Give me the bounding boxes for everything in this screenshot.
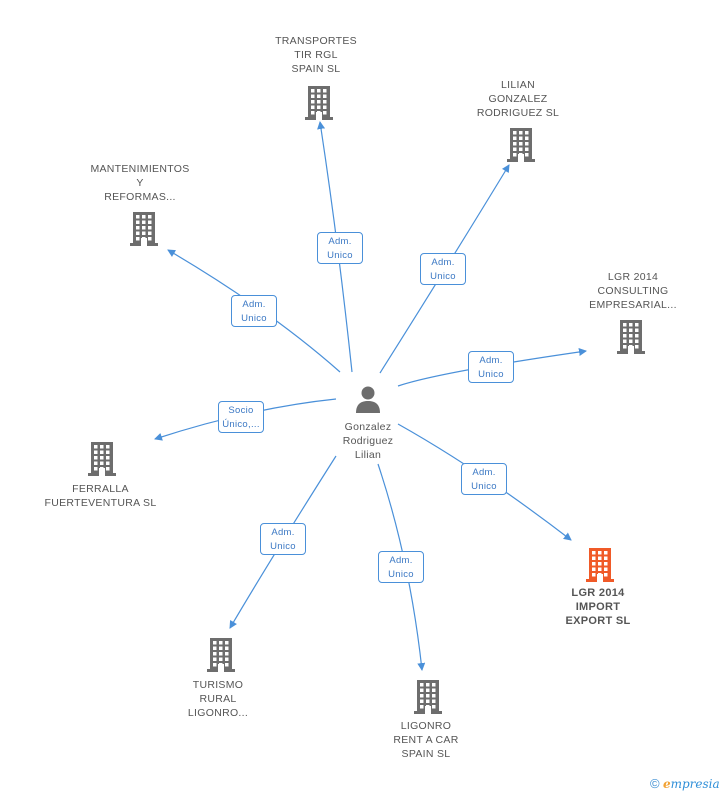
company-name-line: LIGONRO... <box>187 707 249 719</box>
edge-to-lgr-consulting <box>397 348 587 387</box>
building-icon <box>305 86 333 120</box>
company-name-line: RODRIGUEZ SL <box>476 107 560 119</box>
company-name-line: MANTENIMIENTOS <box>90 163 190 175</box>
name-line: Gonzalez <box>344 421 392 433</box>
company-name-line: TRANSPORTES <box>275 35 357 47</box>
relation-badge-turismo[interactable]: Adm. Unico <box>260 523 306 555</box>
relation-label-line: Adm. <box>389 555 413 566</box>
company-name-line: RURAL <box>199 693 237 705</box>
company-label-ligonro[interactable]: LIGONRO RENT A CAR SPAIN SL <box>376 719 476 761</box>
company-name-line: EMPRESARIAL... <box>589 299 677 311</box>
relation-label-line: Unico <box>471 481 497 492</box>
company-name-line: CONSULTING <box>597 285 669 297</box>
relation-label-line: Adm. <box>431 257 455 268</box>
company-label-lilian-gonzalez[interactable]: LILIAN GONZALEZ RODRIGUEZ SL <box>468 78 568 120</box>
brand-footer[interactable]: © empresia <box>650 776 720 791</box>
company-node-lilian-gonzalez[interactable] <box>507 128 535 162</box>
company-name-line: GONZALEZ <box>488 93 548 105</box>
company-name-line: TURISMO <box>192 679 244 691</box>
company-label-turismo[interactable]: TURISMO RURAL LIGONRO... <box>168 678 268 720</box>
relation-label-line: Unico <box>241 313 267 324</box>
logo-text: mpresia <box>670 777 720 791</box>
company-name-line: SPAIN SL <box>401 748 451 760</box>
relation-badge-mantenimientos[interactable]: Adm. Unico <box>231 295 277 327</box>
company-name-line: REFORMAS... <box>104 191 176 203</box>
relation-label-line: Unico <box>478 369 504 380</box>
relation-badge-ligonro[interactable]: Adm. Unico <box>378 551 424 583</box>
relation-badge-lilian-gonzalez[interactable]: Adm. Unico <box>420 253 466 285</box>
relation-label-line: Adm. <box>271 527 295 538</box>
center-person-node[interactable]: Gonzalez Rodriguez Lilian <box>318 384 418 462</box>
name-line: Lilian <box>354 449 382 461</box>
relation-label-line: Unico <box>270 541 296 552</box>
logo-initial: e <box>662 777 671 791</box>
company-name: LILIAN GONZALEZ RODRIGUEZ SL <box>468 78 568 120</box>
relation-badge-transportes[interactable]: Adm. Unico <box>317 232 363 264</box>
person-icon <box>356 386 380 413</box>
relation-label-line: Único,... <box>222 419 260 430</box>
company-name-line: SPAIN SL <box>291 63 341 75</box>
building-icon <box>414 680 442 714</box>
company-node-ferralla[interactable] <box>88 442 116 476</box>
relation-label-line: Unico <box>430 271 456 282</box>
company-label-mantenimientos[interactable]: MANTENIMIENTOS Y REFORMAS... <box>80 162 200 204</box>
relation-label-line: Adm. <box>479 355 503 366</box>
building-icon <box>207 638 235 672</box>
company-name: MANTENIMIENTOS Y REFORMAS... <box>80 162 200 204</box>
company-name-line: FERRALLA <box>72 483 129 495</box>
company-name-line: FUERTEVENTURA SL <box>44 497 157 509</box>
company-node-turismo[interactable] <box>207 638 235 672</box>
building-icon <box>586 548 614 582</box>
relation-badge-lgr-import[interactable]: Adm. Unico <box>461 463 507 495</box>
center-person-name: Gonzalez Rodriguez Lilian <box>318 420 418 462</box>
relation-label-line: Unico <box>327 250 353 261</box>
relation-label-line: Unico <box>388 569 414 580</box>
company-name-line: LILIAN <box>501 79 535 91</box>
company-node-lgr-consulting[interactable] <box>617 320 645 354</box>
building-icon <box>507 128 535 162</box>
company-name: TURISMO RURAL LIGONRO... <box>168 678 268 720</box>
company-node-ligonro[interactable] <box>414 680 442 714</box>
company-name-line: LGR 2014 <box>571 587 625 599</box>
company-label-ferralla[interactable]: FERRALLA FUERTEVENTURA SL <box>38 482 163 510</box>
building-icon <box>617 320 645 354</box>
building-icon <box>130 212 158 246</box>
company-name-line: RENT A CAR <box>393 734 459 746</box>
building-icon <box>88 442 116 476</box>
relation-label-line: Adm. <box>328 236 352 247</box>
company-name-line: LIGONRO <box>400 720 452 732</box>
company-node-mantenimientos[interactable] <box>130 212 158 246</box>
company-node-transportes[interactable] <box>305 86 333 120</box>
company-name-line: TIR RGL <box>294 49 338 61</box>
company-name-line: EXPORT SL <box>565 615 631 627</box>
copyright-symbol: © <box>650 776 660 791</box>
empresia-logo: empresia <box>663 777 720 791</box>
relation-label-line: Adm. <box>472 467 496 478</box>
company-node-lgr-import[interactable] <box>586 548 614 582</box>
relation-label-line: Adm. <box>242 299 266 310</box>
company-name: LIGONRO RENT A CAR SPAIN SL <box>376 719 476 761</box>
company-name-line: Y <box>136 177 144 189</box>
name-line: Rodriguez <box>342 435 394 447</box>
company-name-line: LGR 2014 <box>607 271 659 283</box>
relation-badge-lgr-consulting[interactable]: Adm. Unico <box>468 351 514 383</box>
relation-label-line: Socio <box>228 405 254 416</box>
company-name: FERRALLA FUERTEVENTURA SL <box>38 482 163 510</box>
company-label-transportes[interactable]: TRANSPORTES TIR RGL SPAIN SL <box>266 34 366 76</box>
company-name-line: IMPORT <box>575 601 621 613</box>
company-name: TRANSPORTES TIR RGL SPAIN SL <box>266 34 366 76</box>
